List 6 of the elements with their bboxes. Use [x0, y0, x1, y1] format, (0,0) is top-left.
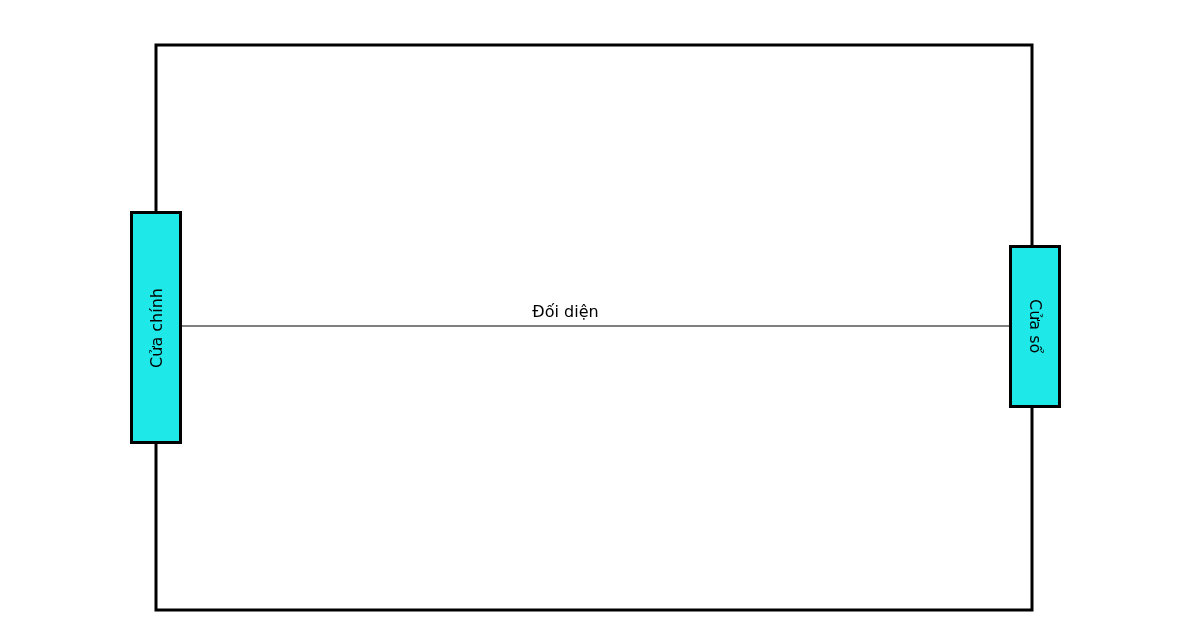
door-panel	[130, 211, 182, 444]
door-label: Cửa chính	[146, 287, 166, 368]
connector-line	[181, 325, 1010, 327]
window-panel	[1009, 245, 1061, 408]
window-label: Cửa sổ	[1025, 299, 1045, 354]
edge-label: Đối diện	[530, 302, 601, 321]
